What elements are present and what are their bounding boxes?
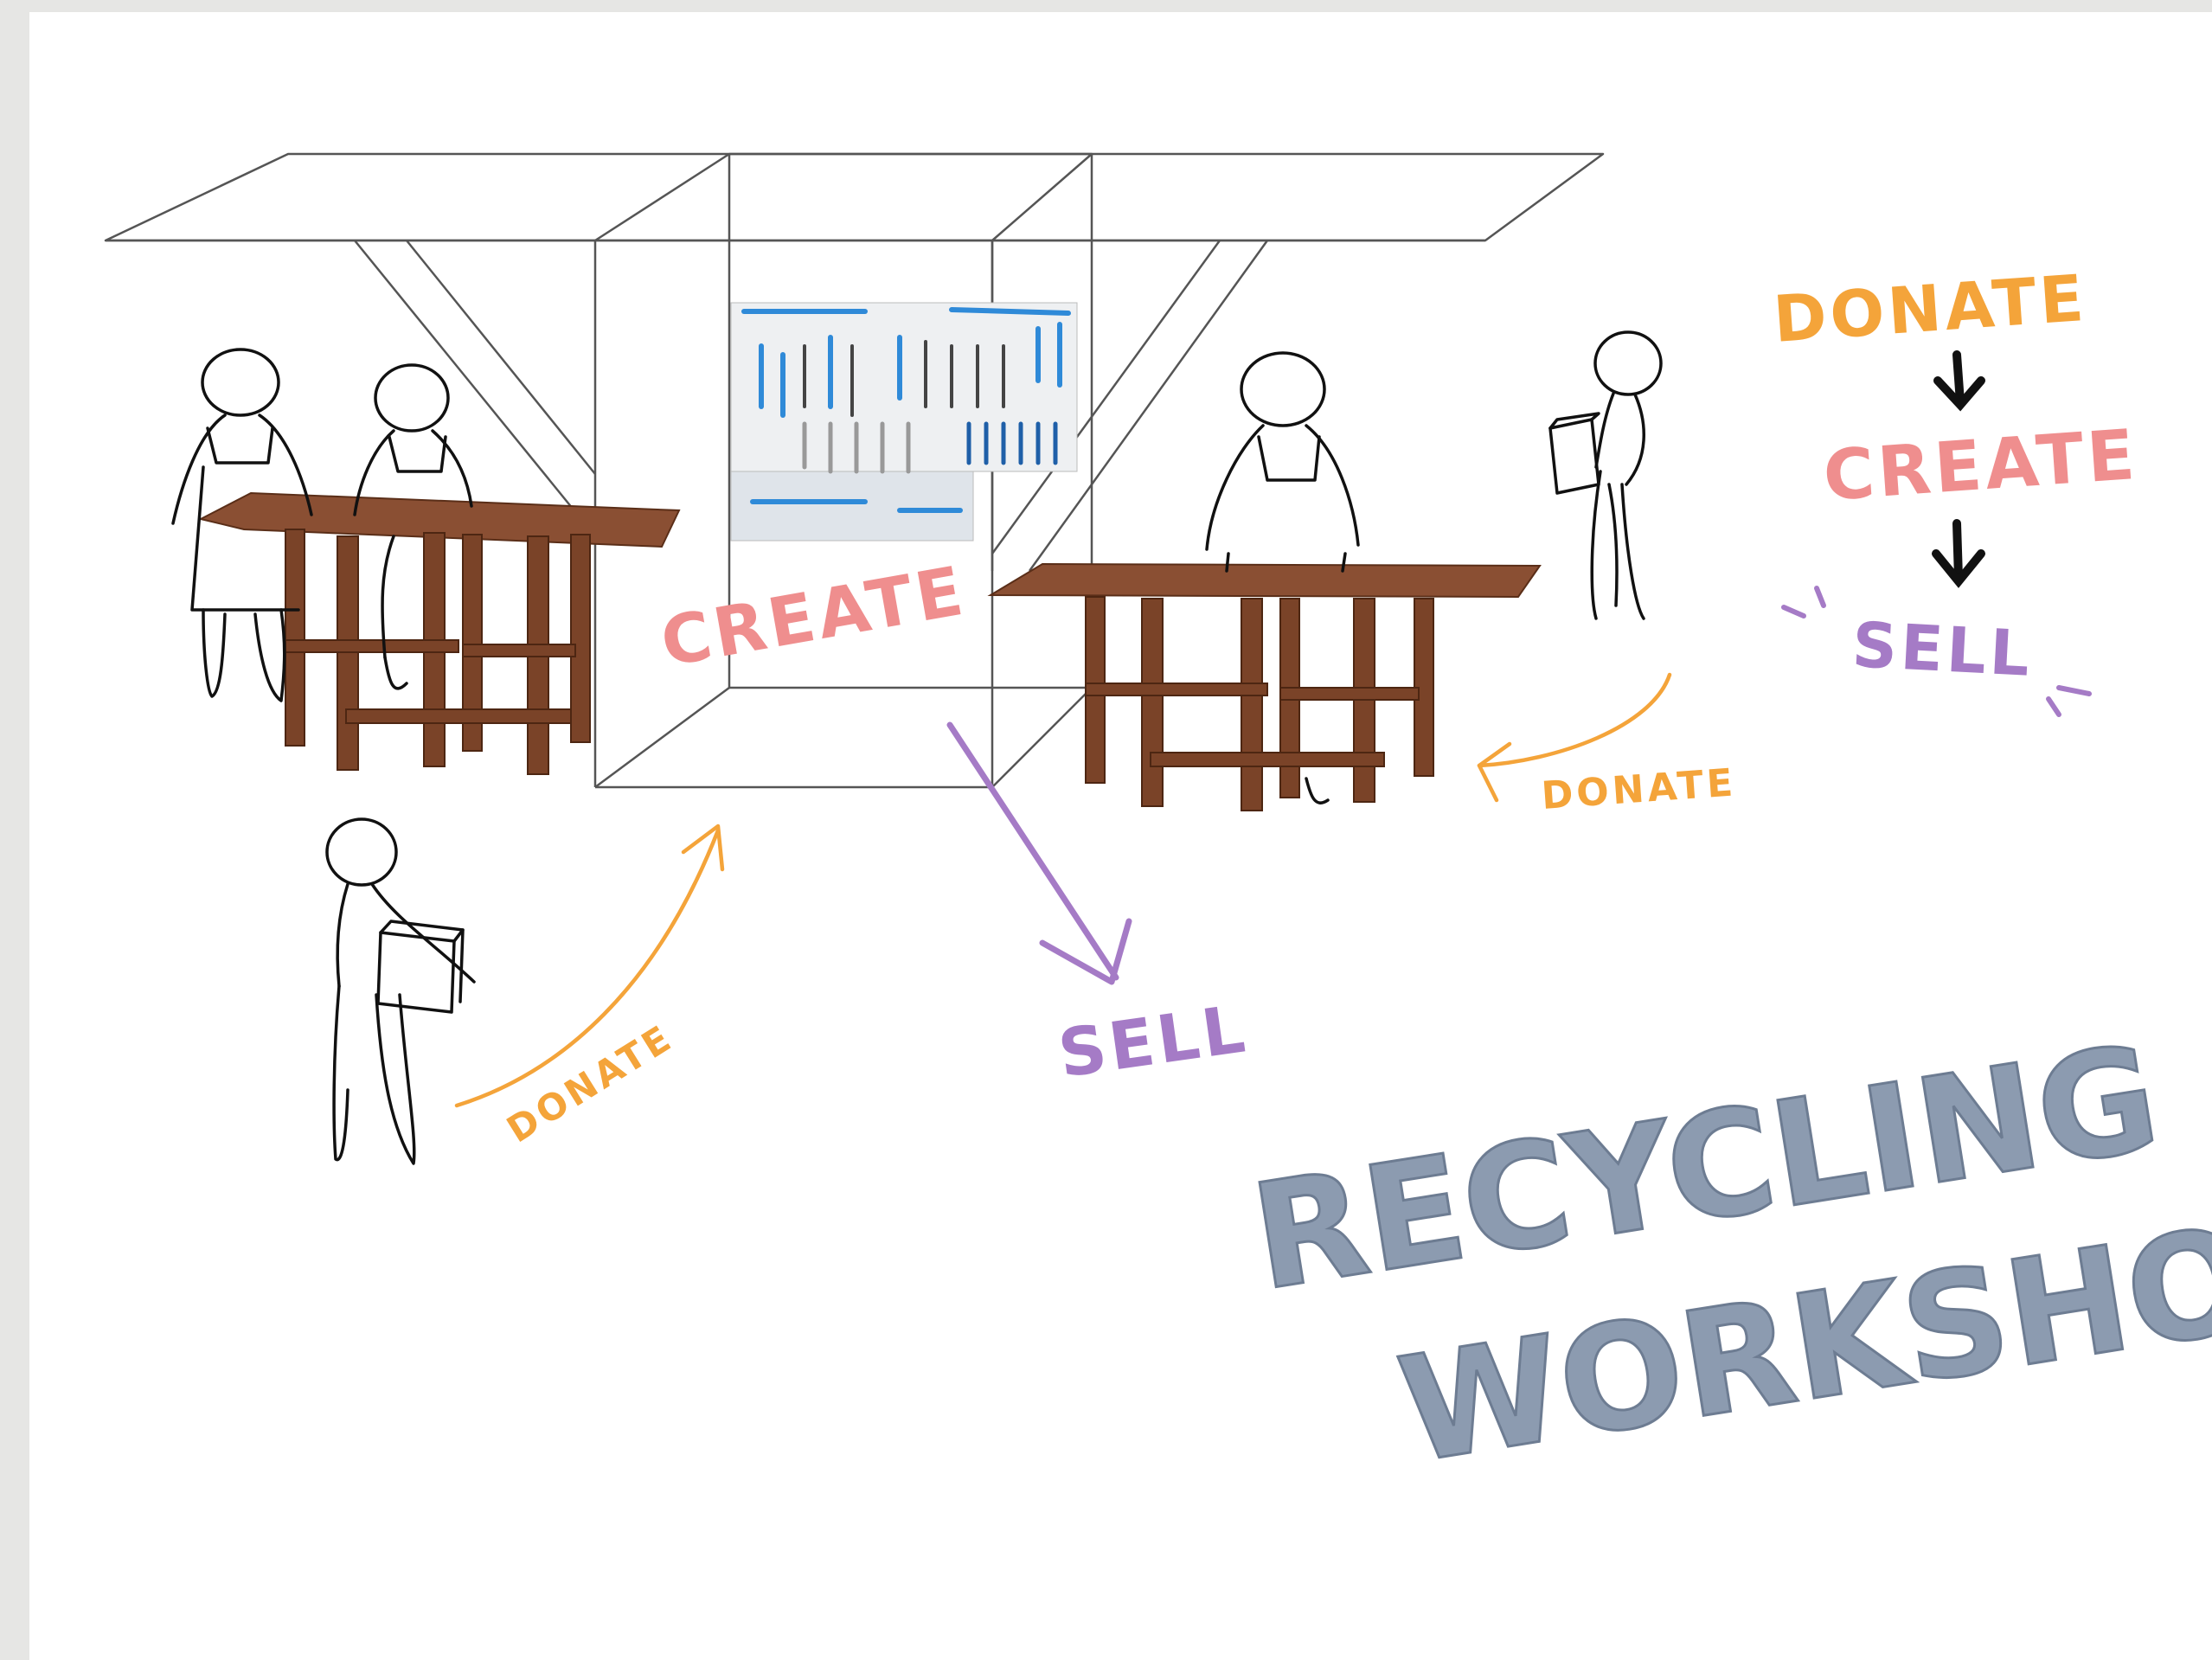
legend-step-sell: SELL [1850,608,2035,690]
arrow-down-icon [1936,523,1981,581]
left-table [201,493,679,774]
box-icon [1550,413,1599,493]
process-legend: DONATE CREATE SELL [1771,261,2140,715]
donate-label-lower: DONATE [499,1016,680,1150]
workshop-title: RECYCLING WORKSHOP [1242,1013,2212,1497]
stick-figure-icon [1592,332,1661,618]
arrow-down-icon [1938,355,1981,405]
sell-label-center: SELL [1054,990,1253,1093]
legend-step-create: CREATE [1821,414,2140,516]
donate-arrow-right [1479,675,1670,766]
legend-step-donate: DONATE [1771,261,2089,357]
create-label-center: CREATE [656,552,972,682]
tool-pegboard-icon [731,303,1077,541]
donate-label-right: DONATE [1540,760,1737,818]
